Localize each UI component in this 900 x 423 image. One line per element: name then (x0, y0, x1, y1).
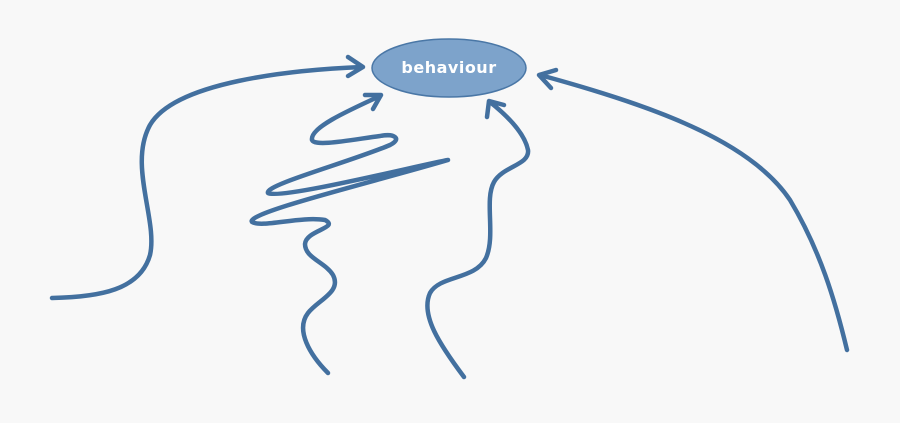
right-arrow-line (537, 72, 850, 353)
zigzag-arrow-line (249, 93, 451, 376)
behaviour-node-label: behaviour (401, 58, 496, 77)
zigzag-arrow (249, 92, 451, 376)
zigzag-arrowhead (362, 92, 384, 112)
right-arrow (536, 67, 850, 353)
wavy-arrow-line (425, 99, 531, 380)
behaviour-node-ellipse (371, 38, 527, 98)
far-left-arrow (49, 54, 366, 301)
far-left-arrowhead (345, 54, 366, 79)
far-left-arrow-line (49, 64, 365, 301)
behaviour-node: behaviour (371, 38, 527, 98)
wavy-arrowhead (484, 98, 507, 120)
right-arrowhead (536, 67, 559, 91)
wavy-arrow (425, 98, 531, 380)
